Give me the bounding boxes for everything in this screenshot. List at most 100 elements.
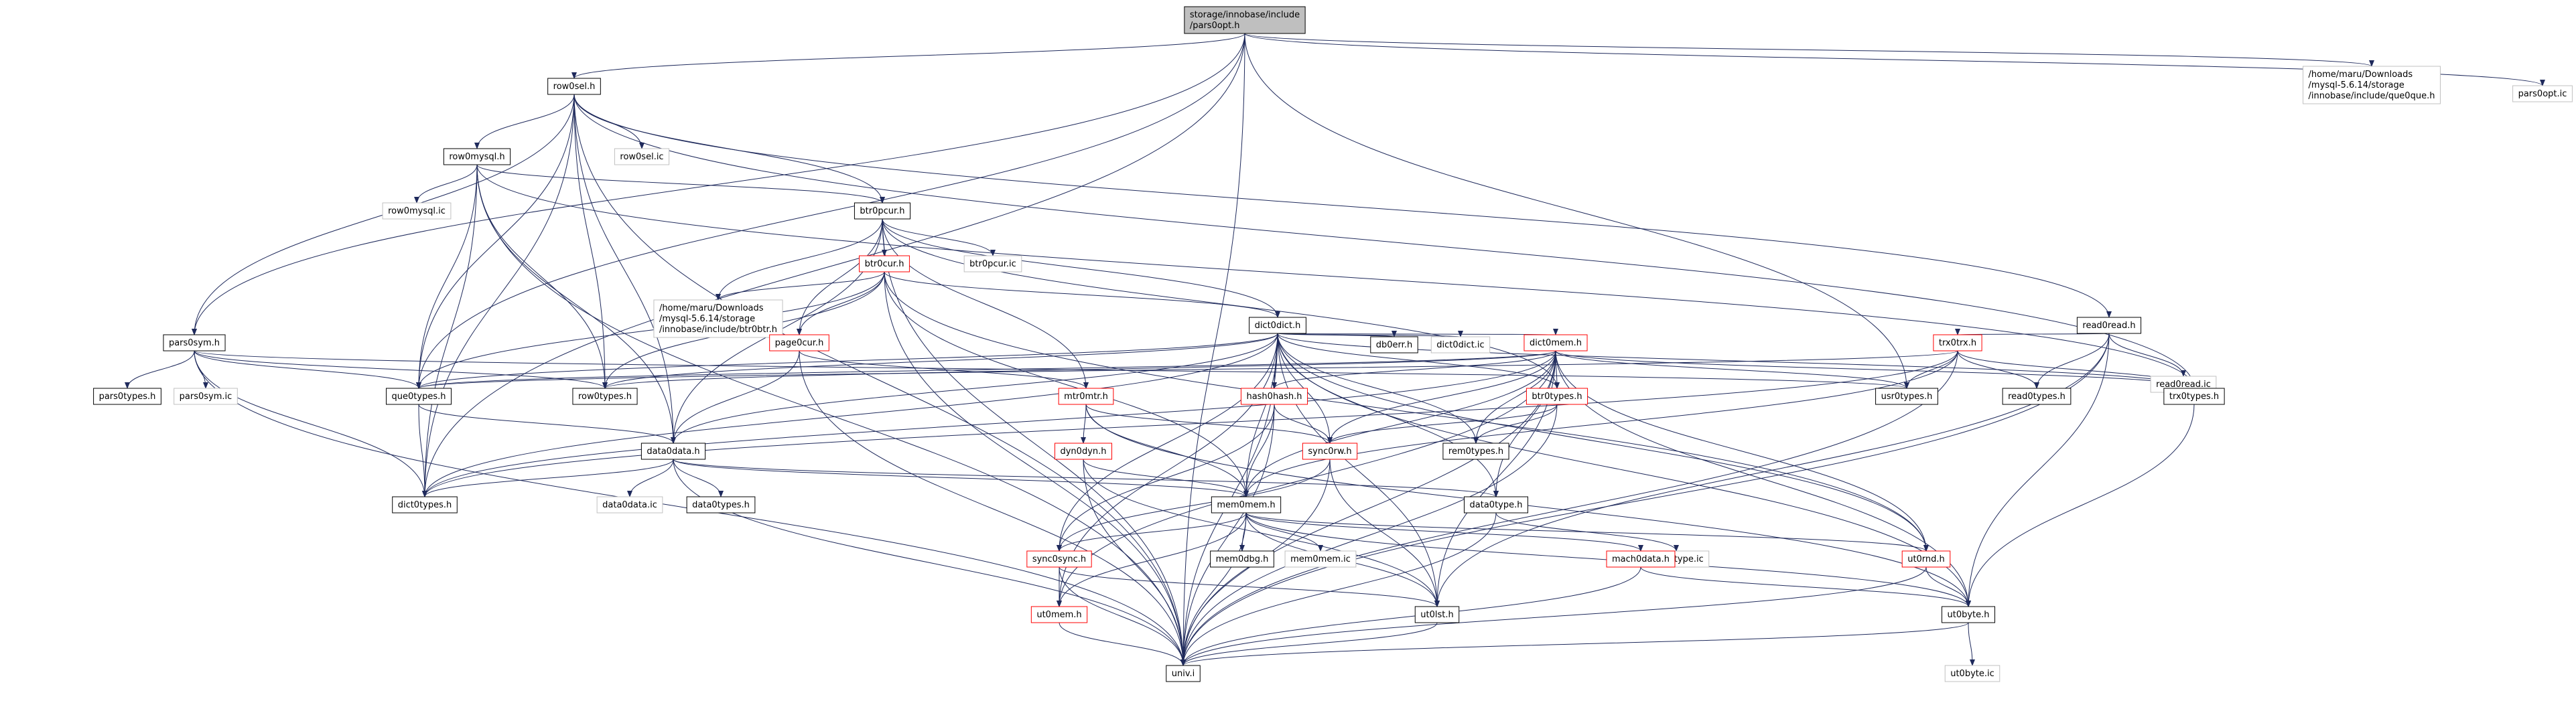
node-dict0types-h[interactable]: dict0types.h: [392, 496, 458, 514]
edge-mach0data-h-to-ut0byte-h: [1640, 566, 1971, 607]
edge-mem0mem-h-to-mem0dbg-h: [1239, 512, 1247, 552]
node-db0err-h[interactable]: db0err.h: [1370, 336, 1418, 354]
node-label: pars0sym.h: [169, 338, 220, 348]
node-box: [640, 443, 706, 460]
node-btr0types-h[interactable]: btr0types.h: [1526, 388, 1588, 405]
node-pars0sym-ic: pars0sym.ic: [174, 388, 238, 405]
node-row0mysql-h[interactable]: row0mysql.h: [443, 148, 511, 165]
node-box: [163, 334, 226, 351]
node-ut0lst-h[interactable]: ut0lst.h: [1414, 606, 1460, 623]
node-label: data0data.h: [647, 447, 699, 457]
node-pars0types-h[interactable]: pars0types.h: [93, 388, 161, 405]
edge-pars0sym-h-to-dict0types-h: [194, 350, 427, 497]
node-row0sel-h[interactable]: row0sel.h: [547, 78, 601, 95]
node-mem0mem-h[interactable]: mem0mem.h: [1211, 496, 1282, 514]
node-dict0dict-h[interactable]: dict0dict.h: [1249, 317, 1306, 334]
edge-dict0dict-h-to-ut0rnd-h: [1277, 333, 1929, 552]
node-pars0opt-h[interactable]: storage/innobase/include/pars0opt.h: [1184, 6, 1306, 34]
node-btr0cur-h[interactable]: btr0cur.h: [859, 255, 910, 272]
node-label: pars0sym.ic: [180, 392, 232, 402]
node-trx0trx-h[interactable]: trx0trx.h: [1933, 334, 1982, 351]
node-univ-i[interactable]: univ.i: [1166, 665, 1201, 682]
node-pars0sym-h[interactable]: pars0sym.h: [163, 334, 226, 351]
node-read0read-h[interactable]: read0read.h: [2076, 317, 2142, 334]
edge-btr0pcur-h-to-mtr0mtr-h: [882, 218, 1089, 389]
node-mtr0mtr-h[interactable]: mtr0mtr.h: [1058, 388, 1114, 405]
edge-read0read-h-to-read0types-h: [2034, 333, 2110, 389]
edge-row0mysql-h-to-que0types-h: [416, 164, 478, 389]
edge-btr0cur-h-to-dict0dict-h: [884, 271, 1280, 318]
node-sync0rw-h[interactable]: sync0rw.h: [1302, 443, 1358, 460]
node-ut0mem-h[interactable]: ut0mem.h: [1030, 606, 1088, 623]
node-box: [2512, 85, 2573, 102]
node-label: data0type.h: [1470, 500, 1523, 510]
node-label: ut0rnd.h: [1907, 554, 1945, 564]
edge-sync0sync-h-to-univ-i: [1059, 566, 1186, 666]
edge-dict0dict-h-to-row0types-h: [602, 333, 1278, 389]
edge-pars0opt-h-to-row0sel-h: [571, 33, 1245, 79]
edge-btr0cur-h-to-page0cur-h: [797, 271, 885, 335]
node-pars0opt-ic: pars0opt.ic: [2512, 85, 2573, 102]
node-que0types-h[interactable]: que0types.h: [386, 388, 452, 405]
node-ut0byte-h[interactable]: ut0byte.h: [1941, 606, 1996, 623]
edge-ut0mem-h-to-univ-i: [1059, 622, 1186, 666]
node-row0sel-ic: row0sel.ic: [614, 148, 670, 165]
node-label: usr0types.h: [1881, 392, 1933, 402]
node-sync0sync-h[interactable]: sync0sync.h: [1026, 550, 1092, 568]
edge-data0data-h-to-data0types-h: [673, 459, 724, 497]
node-dyn0dyn-h[interactable]: dyn0dyn.h: [1054, 443, 1113, 460]
node-box: [1030, 606, 1088, 623]
node-box: [1302, 443, 1358, 460]
node-label: row0types.h: [578, 392, 632, 402]
edge-mem0mem-h-to-sync0sync-h: [1057, 512, 1247, 552]
node-hash0hash-h[interactable]: hash0hash.h: [1240, 388, 1308, 405]
node-box: [1464, 496, 1528, 514]
edge-dict0mem-h-to-rem0types-h: [1473, 350, 1556, 444]
node-box: [572, 388, 638, 405]
node-data0type-h[interactable]: data0type.h: [1464, 496, 1528, 514]
node-label: /mysql-5.6.14/storage: [659, 314, 755, 324]
edge-row0mysql-h-to-row0types-h: [476, 164, 608, 389]
node-box: [1166, 665, 1201, 682]
node-label: row0sel.h: [553, 82, 596, 92]
edge-btr0pcur-h-to-univ-i: [882, 218, 1186, 666]
node-data0types-h[interactable]: data0types.h: [686, 496, 756, 514]
node-label: mem0dbg.h: [1216, 554, 1269, 564]
node-box: [443, 148, 511, 165]
node-data0data-h[interactable]: data0data.h: [640, 443, 706, 460]
edge-data0data-h-to-dict0types-h: [422, 459, 674, 497]
node-dict0mem-h[interactable]: dict0mem.h: [1523, 334, 1588, 351]
node-label: mem0mem.h: [1217, 500, 1275, 510]
node-mach0data-h[interactable]: mach0data.h: [1606, 550, 1676, 568]
node-label: sync0sync.h: [1032, 554, 1086, 564]
node-row0mysql-ic: row0mysql.ic: [382, 202, 452, 220]
node-label: dict0mem.h: [1530, 338, 1582, 348]
node-usr0types-h[interactable]: usr0types.h: [1875, 388, 1938, 405]
node-box: [1249, 317, 1306, 334]
nodes-layer: storage/innobase/include/pars0opt.h row0s…: [93, 6, 2573, 682]
edge-pars0opt-h-to-dict0types-h: [422, 33, 1245, 497]
edge-ut0rnd-h-to-ut0byte-h: [1925, 566, 1971, 607]
edge-dyn0dyn-h-to-mem0mem-h: [1083, 459, 1249, 497]
node-label: btr0pcur.h: [860, 206, 904, 216]
node-page0cur-h[interactable]: page0cur.h: [769, 334, 829, 351]
node-mem0dbg-h[interactable]: mem0dbg.h: [1210, 550, 1274, 568]
node-box: [1442, 443, 1509, 460]
node-btr0pcur-h[interactable]: btr0pcur.h: [854, 202, 911, 220]
node-label: ut0lst.h: [1420, 610, 1453, 620]
edge-hash0hash-h-to-sync0sync-h: [1057, 404, 1275, 552]
node-ut0rnd-h[interactable]: ut0rnd.h: [1901, 550, 1951, 568]
edge-ut0rnd-h-to-univ-i: [1180, 566, 1927, 666]
node-read0types-h[interactable]: read0types.h: [2002, 388, 2072, 405]
edge-dict0mem-h-to-usr0types-h: [1555, 350, 1909, 389]
node-rem0types-h[interactable]: rem0types.h: [1442, 443, 1509, 460]
node-label: mach0data.h: [1612, 554, 1670, 564]
node-row0types-h[interactable]: row0types.h: [572, 388, 638, 405]
edge-read0read-h-to-ut0byte-h: [1966, 333, 2110, 607]
node-label: sync0rw.h: [1308, 447, 1351, 457]
edge-row0sel-h-to-row0mysql-h: [474, 94, 575, 149]
node-label: rem0types.h: [1448, 447, 1503, 457]
node-label: que0types.h: [392, 392, 446, 402]
node-label: dyn0dyn.h: [1060, 447, 1106, 457]
node-trx0types-h[interactable]: trx0types.h: [2163, 388, 2225, 405]
